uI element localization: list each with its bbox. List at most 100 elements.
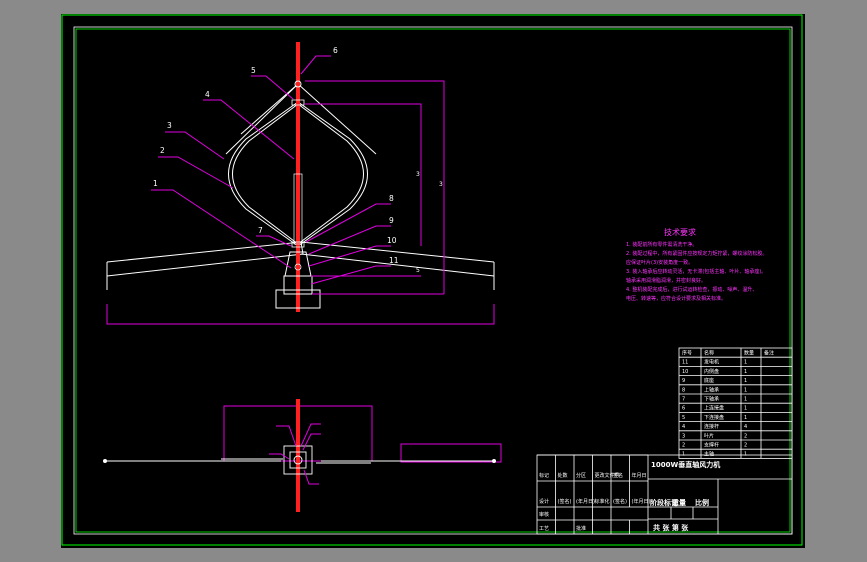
dim-overall-width (106, 304, 495, 325)
parts-table-cell: 主轴 (704, 451, 714, 458)
stage-label: 阶段标记 (650, 498, 678, 507)
weight-label: 重量 (672, 498, 686, 507)
front-view (106, 42, 495, 325)
leader-5 (251, 75, 294, 100)
tech-note-line: 轴承采用润滑脂润滑，并密封良好。 (626, 277, 706, 284)
tech-notes-title: 技术要求 (664, 227, 696, 237)
parts-table-cell: 上连接盘 (704, 405, 724, 412)
right-support-arm-lower (300, 253, 495, 277)
top-leader-4 (269, 453, 290, 460)
parts-table-cell: 1 (744, 406, 747, 412)
parts-table-cell: 内侧盘 (704, 368, 719, 375)
title-block-cell: 审核 (539, 511, 549, 518)
parts-table-cell: 9 (682, 378, 685, 384)
inner-border (73, 26, 793, 535)
parts-table-cell: 底座 (704, 377, 714, 384)
tech-note-line: 1. 装配前所有零件需清洗干净。 (626, 241, 697, 248)
parts-table-cell: 支撑杆 (704, 442, 719, 449)
part-label-5: 5 (251, 66, 256, 75)
generator-rotor-mark (294, 263, 302, 271)
parts-table-header: 数量 (744, 350, 754, 357)
part-label-6: 6 (333, 46, 338, 55)
upper-left-strut-b (240, 83, 299, 135)
tech-note-line: 应保证叶片(3)安装角度一致。 (626, 259, 693, 266)
parts-table-cell: 2 (744, 443, 747, 449)
title-block: 1000W垂直轴风力机 阶段标记 重量 比例 共 张 第 张 标记处数分区更改文… (536, 454, 793, 535)
part-label-9: 9 (389, 216, 394, 225)
parts-table-cell: 4 (682, 424, 685, 430)
parts-table-cell: 3 (682, 433, 685, 439)
parts-table-cell: 5 (682, 415, 685, 421)
title-block-cell: 标记 (539, 472, 549, 479)
parts-table-cell: 2 (682, 443, 685, 449)
parts-table-cell: 2 (744, 433, 747, 439)
part-label-1: 1 (153, 179, 158, 188)
part-label-8: 8 (389, 194, 394, 203)
title-block-cell: 分区 (576, 472, 586, 479)
parts-table-cell: 4 (744, 424, 747, 430)
top-view-frame-right (400, 443, 502, 463)
technical-notes: 技术要求 1. 装配前所有零件需清洗干净。 2. 装配过程中，所有紧固件应按规定力… (626, 227, 767, 302)
upper-left-strut (225, 83, 299, 155)
parts-table-cell: 上轴承 (704, 386, 719, 393)
title-block-cell: 设计 (539, 498, 549, 505)
leader-7 (256, 235, 292, 247)
base-plate (275, 289, 321, 309)
part-label-11: 11 (389, 256, 399, 265)
shaft-sleeve (293, 173, 303, 245)
top-leader-5 (303, 469, 319, 485)
parts-table-cell: 7 (682, 397, 685, 403)
sheet-label: 共 张 第 张 (653, 523, 689, 532)
parts-table-header: 备注 (764, 350, 774, 357)
left-support-arm (106, 241, 304, 277)
inner-frame (75, 28, 791, 533)
parts-table-header: 名称 (704, 350, 714, 357)
leader-9 (308, 225, 391, 255)
dim-overall-height (305, 80, 445, 294)
top-arm-left-end (103, 459, 107, 463)
top-leader-1 (276, 425, 297, 447)
part-label-2: 2 (160, 146, 165, 155)
parts-table-header: 序号 (682, 350, 692, 357)
upper-right-strut (297, 83, 377, 155)
part-label-7: 7 (258, 226, 263, 235)
title-block-cell: 年月日 (632, 472, 647, 479)
scale-label: 比例 (695, 498, 709, 507)
part-label-4: 4 (205, 90, 210, 99)
dim-rotor-height (305, 103, 422, 246)
parts-table-cell: 1 (744, 415, 747, 421)
parts-table-cell: 8 (682, 387, 685, 393)
leader-11 (310, 265, 391, 285)
leader-1 (151, 189, 292, 269)
title-block-cell: (年月日) (576, 498, 595, 505)
leader-10 (308, 245, 391, 267)
tech-note-line: 电压、转速等，应符合设计要求及相关标准。 (626, 295, 726, 302)
title-block-cell: (签名) (613, 498, 627, 505)
lower-bearing (291, 241, 305, 248)
parts-table-cell: 连接杆 (704, 423, 719, 430)
dim-text-right-1: 3 (416, 171, 420, 178)
parts-table-cell: 10 (682, 369, 688, 375)
parts-table-cell: 1 (744, 397, 747, 403)
title-block-frame (536, 454, 793, 535)
leader-4 (203, 99, 295, 160)
top-leader-2 (300, 423, 321, 447)
leader-6 (300, 55, 331, 75)
right-support-arm (300, 241, 495, 263)
leader-2 (158, 156, 234, 189)
parts-table-cell: 发电机 (704, 359, 719, 366)
leader-3 (165, 131, 225, 160)
part-label-3: 3 (167, 121, 172, 130)
top-hub-center (293, 455, 303, 465)
title-block-cell: (签名) (558, 498, 572, 505)
tech-note-line: 2. 装配过程中，所有紧固件应按规定力矩拧紧，螺纹涂防松胶。 (626, 250, 767, 257)
base-block (283, 275, 313, 295)
title-block-cell: 工艺 (539, 526, 549, 532)
title-block-cell: 处数 (558, 472, 568, 479)
parts-table-cell: 1 (744, 378, 747, 384)
parts-table-cell: 1 (744, 369, 747, 375)
